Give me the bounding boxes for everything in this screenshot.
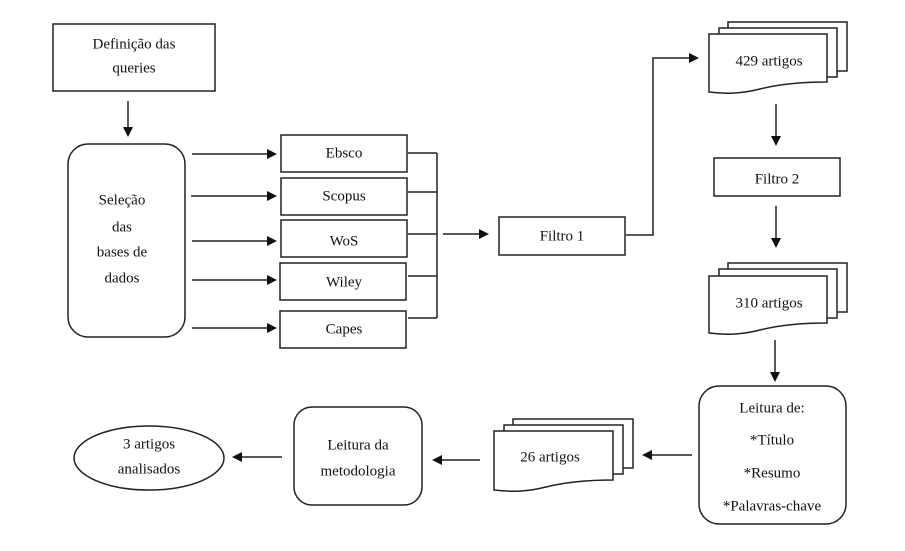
node-429-artigos-label: 429 artigos [735,53,802,69]
node-26-artigos-label: 26 artigos [520,449,580,465]
arrow-metodologia-to-analisados [232,452,282,462]
arrow-definicao-to-selecao [123,101,133,137]
node-filtro-2-label: Filtro 2 [755,171,800,187]
node-capes: Capes [279,310,407,349]
arrow-bracket-to-filtro1 [443,229,489,239]
node-leitura-de-line-2: *Título [750,432,794,448]
node-definicao-line-2: queries [112,60,155,76]
arrow-selecao-to-scopus [191,191,277,201]
node-ebsco: Ebsco [280,134,408,173]
node-analisados-line-2: analisados [118,461,181,477]
node-analisados-line-1: 3 artigos [123,436,175,452]
node-definicao-queries: Definição das queries [52,23,216,92]
merge-bracket-databases [408,152,438,319]
node-selecao-line-2: das [112,219,132,235]
arrow-selecao-to-ebsco [192,149,277,159]
node-310-artigos-label: 310 artigos [735,295,802,311]
node-429-artigos: 429 artigos [708,21,848,94]
arrow-selecao-to-wiley [192,275,277,285]
node-26-artigos: 26 artigos [493,418,634,492]
node-selecao-line-3: bases de [97,244,148,260]
node-selecao-bases: Seleção das bases de dados [67,143,186,338]
node-filtro-1: Filtro 1 [498,216,626,256]
node-leitura-de-line-4: *Palavras-chave [723,498,822,514]
arrow-310-to-leitura-de [770,340,780,382]
node-ebsco-label: Ebsco [326,145,363,161]
node-leitura-de: Leitura de: *Título *Resumo *Palavras-ch… [698,385,847,525]
node-scopus-label: Scopus [322,188,366,204]
node-310-artigos: 310 artigos [708,262,848,335]
node-definicao-line-1: Definição das [93,36,176,52]
node-scopus: Scopus [280,177,408,216]
node-filtro-2: Filtro 2 [713,157,841,197]
arrow-429-to-filtro2 [771,104,781,146]
node-selecao-line-1: Seleção [99,192,146,208]
arrow-leitura-de-to-26 [642,450,692,460]
node-leitura-de-line-1: Leitura de: [739,400,804,416]
arrow-filtro2-to-310 [771,206,781,248]
node-wiley-label: Wiley [326,274,363,290]
arrow-selecao-to-wos [192,236,277,246]
node-leitura-metodologia-line-2: metodologia [321,463,396,479]
node-filtro-1-label: Filtro 1 [540,228,585,244]
arrow-filtro1-to-429-artigos [626,53,699,236]
node-leitura-metodologia: Leitura da metodologia [293,406,423,506]
node-leitura-metodologia-line-1: Leitura da [327,437,389,453]
node-wiley: Wiley [279,262,407,301]
arrow-selecao-to-capes [192,323,277,333]
node-leitura-de-line-3: *Resumo [744,465,801,481]
node-selecao-line-4: dados [105,270,140,286]
node-capes-label: Capes [326,321,363,337]
arrow-26-to-leitura-metodologia [432,455,480,465]
node-wos: WoS [280,219,408,258]
node-3-artigos-analisados: 3 artigos analisados [73,425,225,491]
node-wos-label: WoS [330,233,359,249]
